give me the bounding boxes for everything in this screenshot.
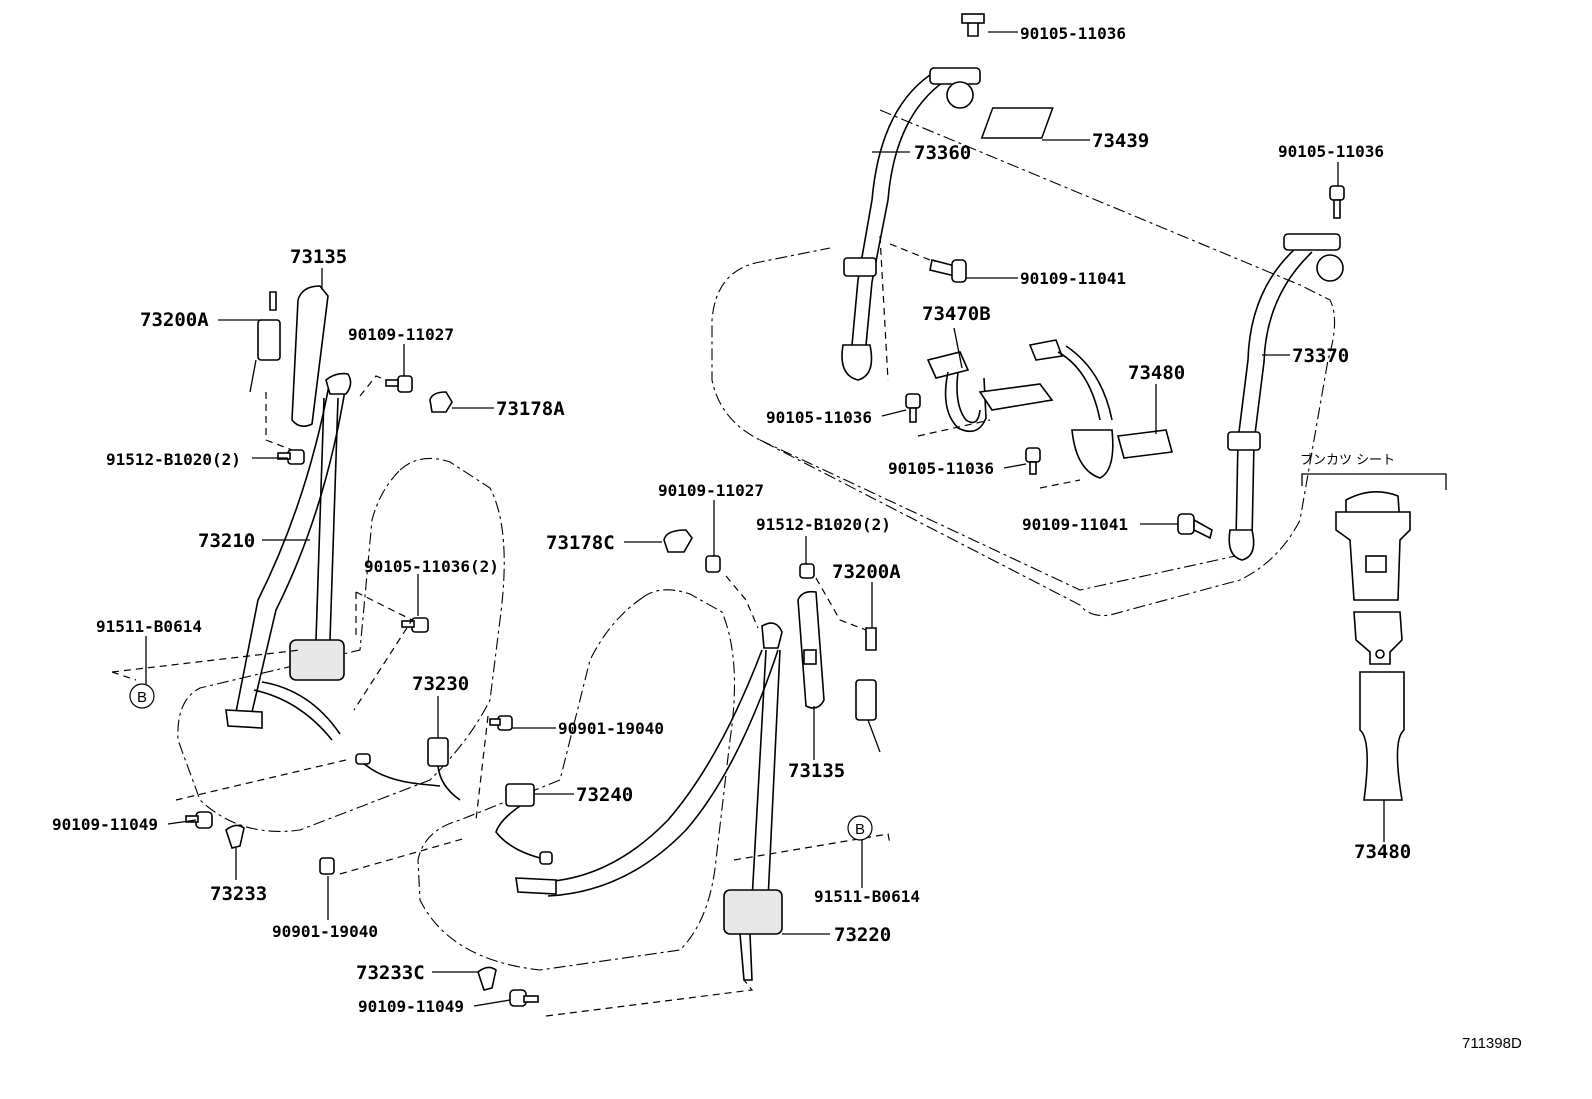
label-73360: 73360 — [914, 142, 971, 164]
clip-73178A — [429, 391, 453, 413]
buckle-73230 — [355, 737, 461, 801]
right-belt-73220 — [515, 622, 783, 981]
label-73135-top: 73135 — [290, 246, 347, 268]
label-91511-B0614-left: 91511-B0614 — [96, 617, 202, 636]
label-73200A-left: 73200A — [140, 309, 209, 331]
bolt-icon — [1329, 185, 1345, 219]
label-90109-11027-left: 90109-11027 — [348, 325, 454, 344]
ref-marker-b-right — [847, 815, 873, 841]
label-73220: 73220 — [834, 924, 891, 946]
buckle-73240 — [495, 783, 553, 865]
label-90109-11049-left: 90109-11049 — [52, 815, 158, 834]
label-73233: 73233 — [210, 883, 267, 905]
ref-marker-b-right-text: B — [855, 821, 865, 838]
label-90105-11036-2: 90105-11036(2) — [364, 557, 499, 576]
left-belt-73210 — [225, 372, 352, 741]
label-90109-11041-low: 90109-11041 — [1022, 515, 1128, 534]
label-73178A: 73178A — [496, 398, 565, 420]
bolt-icon — [799, 563, 815, 579]
clip-73178C — [663, 529, 693, 553]
inset-split-seat — [1301, 473, 1447, 801]
bolt-icon — [385, 375, 413, 393]
ref-marker-b-left — [129, 683, 155, 709]
label-73230: 73230 — [412, 673, 469, 695]
label-91511-B0614-right: 91511-B0614 — [814, 887, 920, 906]
label-73370: 73370 — [1292, 345, 1349, 367]
bolt-icon — [185, 811, 213, 829]
bolt-icon — [509, 989, 539, 1007]
buckle-73480-mid — [1028, 339, 1174, 479]
adjuster-73200A-left — [249, 291, 281, 393]
part-73439 — [980, 107, 1054, 139]
retractor-cover-73135-right — [797, 590, 825, 709]
bolt-icon — [277, 449, 305, 465]
label-73480-mid: 73480 — [1128, 362, 1185, 384]
label-90109-11049-low: 90109-11049 — [358, 997, 464, 1016]
label-90105-11036-mid1: 90105-11036 — [766, 408, 872, 427]
label-73178C: 73178C — [546, 532, 615, 554]
bolt-icon — [489, 715, 513, 731]
label-90105-11036-top: 90105-11036 — [1020, 24, 1126, 43]
label-90109-11027-mid: 90109-11027 — [658, 481, 764, 500]
label-90901-19040-low: 90901-19040 — [272, 922, 378, 941]
front-left-seat-outline — [177, 457, 505, 832]
front-right-seat-outline — [417, 589, 735, 971]
label-91512-B1020-left: 91512-B1020(2) — [106, 450, 241, 469]
label-90105-11036-mid2: 90105-11036 — [888, 459, 994, 478]
label-73135-low: 73135 — [788, 760, 845, 782]
label-91512-B1020-mid: 91512-B1020(2) — [756, 515, 891, 534]
leader-lines — [145, 31, 1385, 1007]
rear-left-belt-73360 — [841, 67, 981, 381]
buckle-73470B — [926, 351, 1054, 433]
bolt-icon — [929, 259, 967, 283]
bolt-icon — [319, 857, 335, 875]
adjuster-73200A-right — [855, 627, 881, 753]
part-labels: 90105-11036 73439 73360 90105-11036 9010… — [52, 24, 1522, 1052]
bolt-icon — [905, 393, 921, 423]
bolt-icon — [401, 617, 429, 633]
label-90109-11041-top: 90109-11041 — [1020, 269, 1126, 288]
label-73480-inset: 73480 — [1354, 841, 1411, 863]
rear-right-belt-73370 — [1227, 233, 1344, 561]
rear-seat-outline — [711, 109, 1336, 617]
label-73240: 73240 — [576, 784, 633, 806]
label-73210: 73210 — [198, 530, 255, 552]
bolt-icon — [1025, 447, 1041, 475]
label-73233C: 73233C — [356, 962, 425, 984]
ref-marker-b-left-text: B — [137, 689, 147, 706]
bolt-icon — [705, 555, 721, 573]
diagram-code: 711398D — [1462, 1035, 1522, 1052]
label-90901-19040-mid: 90901-19040 — [558, 719, 664, 738]
bolt-icon — [1177, 513, 1213, 540]
cap-73233 — [225, 824, 245, 849]
inset-title: ブンカツ シート — [1300, 452, 1395, 468]
label-90105-11036-right: 90105-11036 — [1278, 142, 1384, 161]
label-73439: 73439 — [1092, 130, 1149, 152]
label-73200A-right: 73200A — [832, 561, 901, 583]
retractor-cover-73135-left — [291, 285, 329, 428]
label-73470B: 73470B — [922, 303, 991, 325]
cap-73233C — [477, 966, 497, 991]
bolt-icon — [961, 13, 985, 37]
